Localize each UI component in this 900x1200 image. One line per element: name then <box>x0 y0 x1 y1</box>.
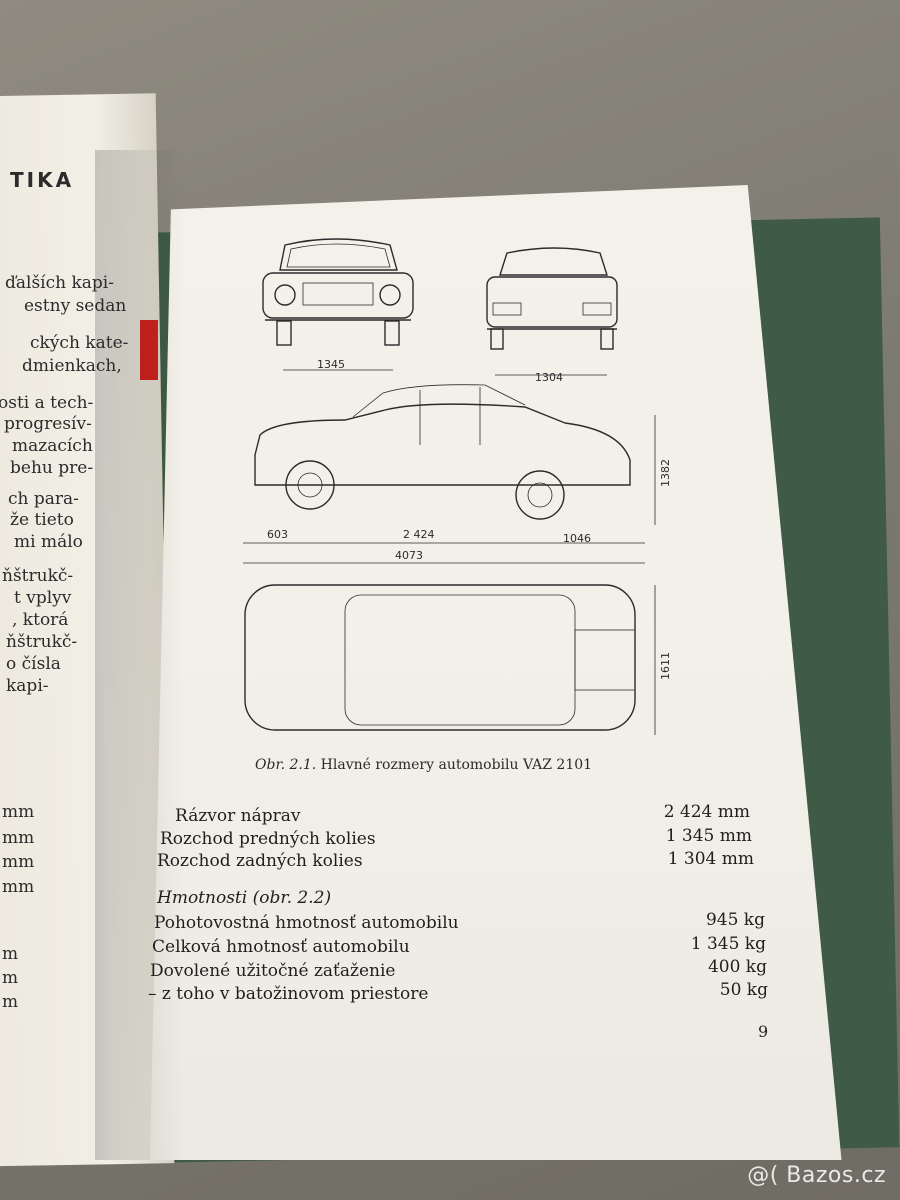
front-overhang-label: 603 <box>267 528 288 541</box>
left-unit: m <box>2 968 19 988</box>
weight-label: – z toho v batožinovom priestore <box>148 984 429 1004</box>
left-text-line: dmienkach, <box>22 356 122 376</box>
left-text-line: behu pre- <box>10 458 94 478</box>
spec-label: Rozchod zadných kolies <box>157 851 363 871</box>
weight-value: 400 kg <box>707 957 767 977</box>
left-text-line: mazacích <box>12 436 93 456</box>
car-dimension-svg: 1345 1304 603 2 424 1046 4073 1382 <box>243 238 672 735</box>
book-gutter-shadow <box>95 150 185 1160</box>
top-view-drawing <box>244 584 636 731</box>
left-text-line: , ktorá <box>12 610 69 630</box>
left-unit: mm <box>2 852 35 872</box>
rear-view-drawing <box>486 247 618 350</box>
left-unit: m <box>2 992 19 1012</box>
left-text-line: ňštrukč- <box>6 632 78 652</box>
left-text-line: t vplyv <box>14 588 72 608</box>
weight-label: Pohotovostná hmotnosť automobilu <box>154 913 459 933</box>
length-label: 4073 <box>395 549 423 562</box>
caption-text: Hlavné rozmery automobilu VAZ 2101 <box>320 757 593 773</box>
rear-track-label: 1304 <box>535 371 563 384</box>
height-label: 1382 <box>659 459 672 487</box>
left-text-line: progresív- <box>4 414 92 434</box>
left-page-heading: TIKA <box>10 168 75 192</box>
red-bookmark-edge <box>140 320 158 380</box>
left-text-line: ch para- <box>8 489 79 509</box>
left-text-line: mi málo <box>14 532 83 552</box>
rear-overhang-label: 1046 <box>563 532 591 545</box>
weight-value: 1 345 kg <box>690 934 766 954</box>
left-text-line: ňštrukč- <box>2 566 74 586</box>
page-number: 9 <box>758 1022 769 1041</box>
caption-number: Obr. 2.1. <box>255 757 317 773</box>
spec-label: Rozchod predných kolies <box>160 829 376 849</box>
left-text-line: ckých kate- <box>30 333 129 353</box>
spec-label: Rázvor náprav <box>175 806 301 826</box>
weight-label: Dovolené užitočné zaťaženie <box>150 961 396 981</box>
left-unit: mm <box>2 877 35 897</box>
spec-value: 1 304 mm <box>667 849 754 869</box>
side-view-drawing <box>254 384 631 520</box>
right-page <box>150 185 842 1160</box>
left-text-line: ďalších kapi- <box>5 273 114 293</box>
left-unit: mm <box>2 828 35 848</box>
front-view-drawing <box>262 238 414 346</box>
wheelbase-label: 2 424 <box>403 528 435 541</box>
spec-value: 2 424 mm <box>663 802 750 822</box>
weight-value: 50 kg <box>719 980 768 1000</box>
left-text-line: kapi- <box>6 676 49 696</box>
weight-label: Celková hmotnosť automobilu <box>152 937 410 957</box>
weight-value: 945 kg <box>705 910 765 930</box>
figure-caption: Obr. 2.1. Hlavné rozmery automobilu VAZ … <box>255 757 592 773</box>
weights-heading: Hmotnosti (obr. 2.2) <box>157 888 332 908</box>
watermark: @( Bazos.cz <box>747 1163 886 1188</box>
left-unit: mm <box>2 802 35 822</box>
left-text-line: o čísla <box>6 654 61 674</box>
left-text-line: že tieto <box>10 510 74 530</box>
left-text-line: estny sedan <box>24 296 127 316</box>
car-dimension-drawing: 1345 1304 603 2 424 1046 4073 1382 <box>225 225 695 750</box>
left-text-line: osti a tech- <box>0 393 94 413</box>
width-label: 1611 <box>659 652 672 680</box>
front-track-label: 1345 <box>317 358 345 371</box>
spec-value: 1 345 mm <box>665 826 752 846</box>
left-unit: m <box>2 944 19 964</box>
